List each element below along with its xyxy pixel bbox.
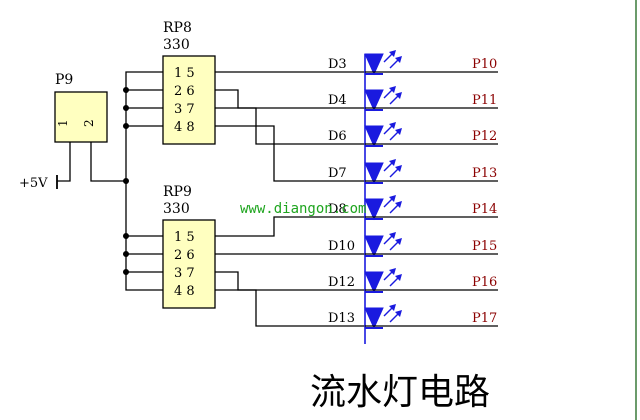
light-arrowhead-icon bbox=[395, 201, 402, 208]
led-symbol bbox=[364, 162, 384, 185]
led-channel: D3 P10 bbox=[328, 50, 498, 76]
connector-pin-2: 2 bbox=[82, 119, 96, 127]
connector-ref: P9 bbox=[55, 72, 73, 88]
light-arrowhead-icon bbox=[395, 238, 402, 245]
connector-p9: P9 1 2 +5V bbox=[19, 72, 126, 191]
led-channel: D6 P12 bbox=[328, 122, 498, 148]
diagram-title: 流水灯电路 bbox=[310, 372, 490, 413]
light-arrowhead-icon bbox=[395, 128, 402, 135]
light-arrowhead-icon bbox=[395, 165, 402, 172]
led-channel: D7 P13 bbox=[328, 159, 498, 185]
net-label: P16 bbox=[472, 275, 497, 290]
led-symbol bbox=[364, 198, 384, 221]
led-label: D4 bbox=[328, 93, 347, 108]
rp8-pins-row-1: 1 5 bbox=[174, 66, 195, 81]
rp9-pins-row-3: 3 7 bbox=[174, 266, 195, 281]
led-symbol bbox=[364, 125, 384, 148]
light-arrowhead-icon bbox=[395, 274, 402, 281]
connector-pin-1: 1 bbox=[56, 119, 70, 127]
light-arrowhead-icon bbox=[389, 232, 396, 239]
rp8-pins-row-4: 4 8 bbox=[174, 120, 195, 135]
rp8-body bbox=[162, 55, 216, 145]
led-label: D7 bbox=[328, 166, 347, 181]
light-arrowhead-icon bbox=[395, 92, 402, 99]
led-symbol bbox=[364, 307, 384, 330]
light-arrowhead-icon bbox=[395, 56, 402, 63]
led-channel: D12 P16 bbox=[328, 268, 498, 294]
net-label: P11 bbox=[472, 93, 497, 108]
pin2-wire bbox=[90, 142, 126, 182]
led-label: D3 bbox=[328, 57, 347, 72]
power-label: +5V bbox=[19, 176, 48, 191]
net-label: P14 bbox=[472, 202, 497, 217]
resistor-pack-rp8: RP8 330 1 5 2 6 3 7 4 8 bbox=[162, 20, 216, 145]
rp9-ref: RP9 bbox=[163, 184, 192, 200]
light-arrowhead-icon bbox=[389, 304, 396, 311]
light-arrowhead-icon bbox=[389, 159, 396, 166]
rp9-pins-row-4: 4 8 bbox=[174, 284, 195, 299]
net-label: P15 bbox=[472, 239, 497, 254]
light-arrowhead-icon bbox=[389, 195, 396, 202]
light-arrowhead-icon bbox=[395, 310, 402, 317]
light-arrowhead-icon bbox=[389, 268, 396, 275]
resistor-led-wiring bbox=[215, 71, 365, 327]
led-label: D8 bbox=[328, 202, 347, 217]
rp8-pins-row-2: 2 6 bbox=[174, 84, 195, 99]
rp9-value: 330 bbox=[163, 201, 190, 217]
rp8-value: 330 bbox=[163, 37, 190, 53]
led-label: D6 bbox=[328, 129, 347, 144]
watermark: www.diangon.com bbox=[240, 201, 366, 217]
net-label: P10 bbox=[472, 57, 497, 72]
net-label: P13 bbox=[472, 166, 497, 181]
led-label: D10 bbox=[328, 239, 355, 254]
resistor-pack-rp9: RP9 330 1 5 2 6 3 7 4 8 bbox=[162, 184, 216, 309]
light-arrowhead-icon bbox=[389, 50, 396, 57]
rp9-pins-row-1: 1 5 bbox=[174, 230, 195, 245]
net-label: P17 bbox=[472, 311, 497, 326]
led-symbol bbox=[364, 271, 384, 294]
led-channel: D13 P17 bbox=[328, 304, 498, 330]
connector-body bbox=[54, 91, 108, 143]
net-label: P12 bbox=[472, 129, 497, 144]
led-symbol bbox=[364, 235, 384, 258]
light-arrowhead-icon bbox=[389, 122, 396, 129]
rp9-body bbox=[162, 219, 216, 309]
rp9-pins-row-2: 2 6 bbox=[174, 248, 195, 263]
led-symbol bbox=[364, 89, 384, 112]
led-channel: D10 P15 bbox=[328, 232, 498, 258]
light-arrowhead-icon bbox=[389, 86, 396, 93]
led-label: D12 bbox=[328, 275, 355, 290]
rp8-ref: RP8 bbox=[163, 20, 192, 36]
common-bus bbox=[123, 71, 163, 291]
led-channel: D8 P14 bbox=[328, 195, 498, 221]
led-symbol bbox=[364, 53, 384, 76]
rp8-pins-row-3: 3 7 bbox=[174, 102, 195, 117]
led-channel: D4 P11 bbox=[328, 86, 498, 112]
led-label: D13 bbox=[328, 311, 355, 326]
pin1-wire bbox=[57, 142, 71, 182]
